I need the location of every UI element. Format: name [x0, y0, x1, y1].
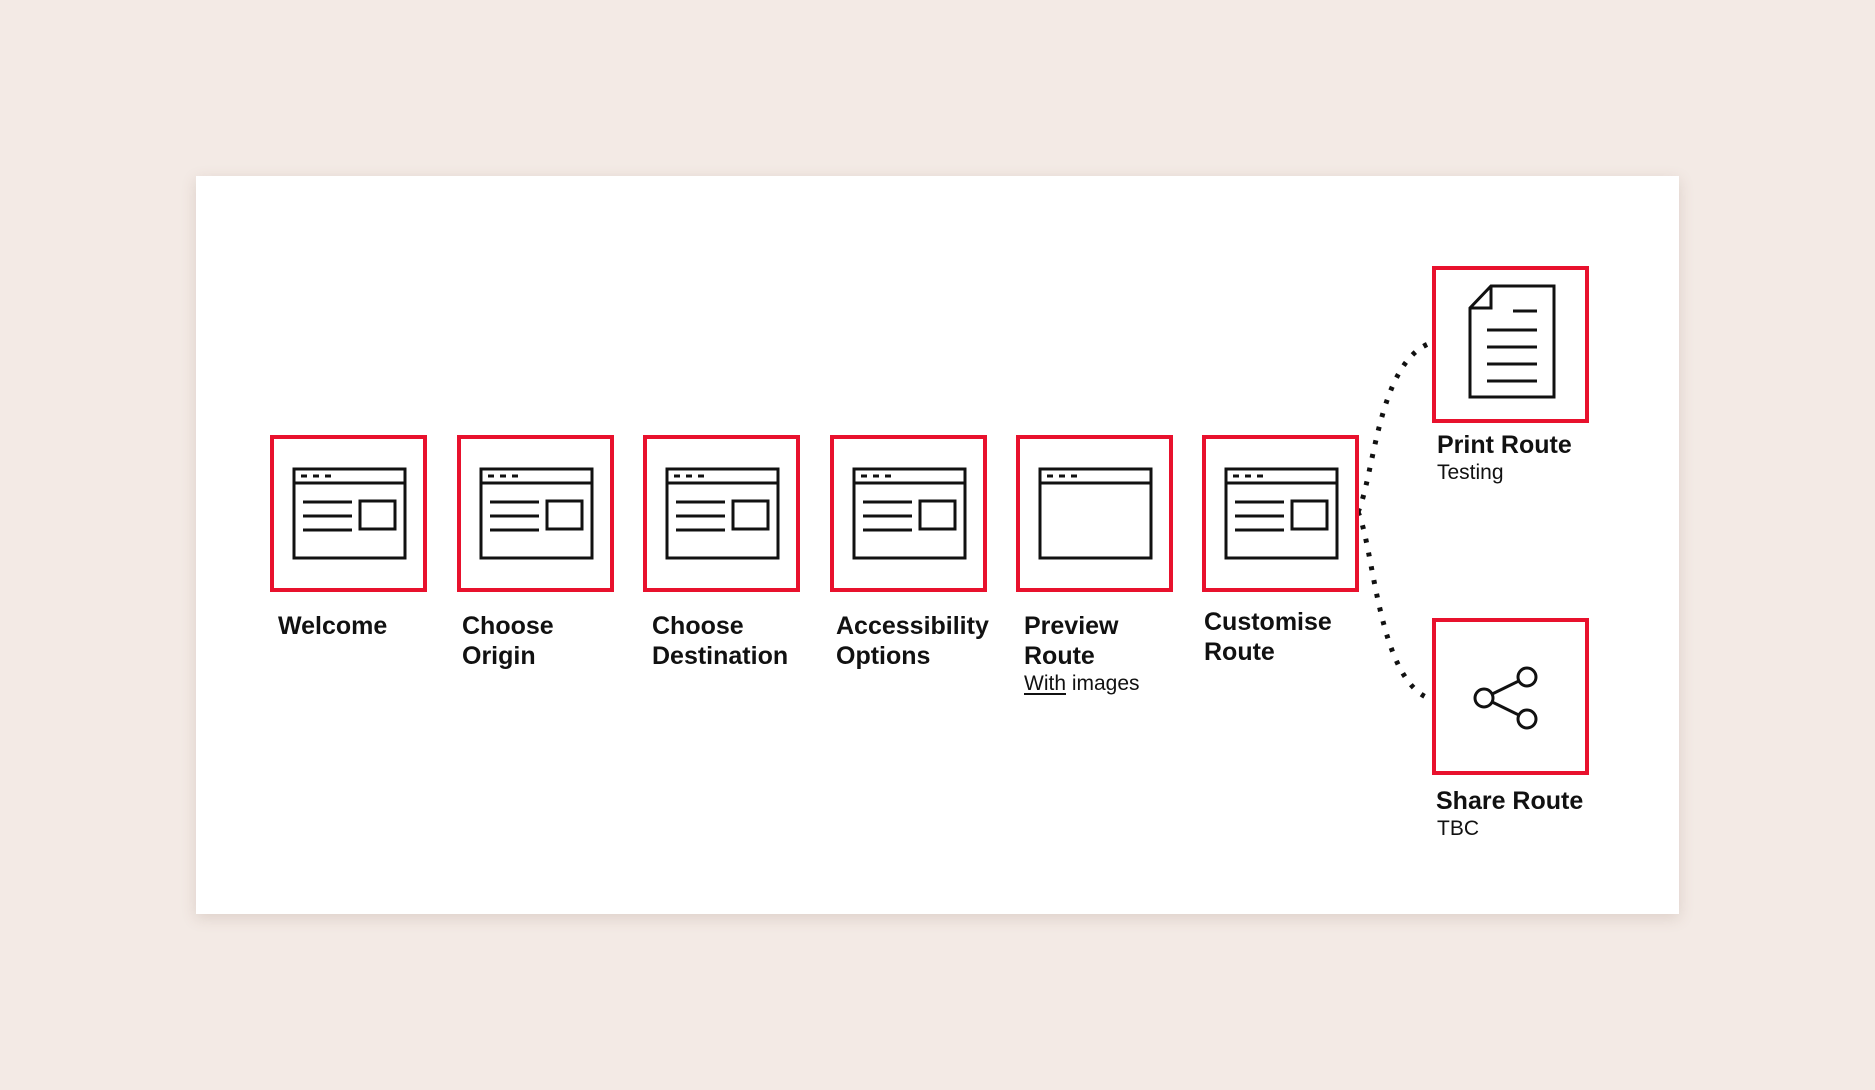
browser-window-icon	[292, 467, 407, 560]
branch-print-route-title: Print Route	[1437, 430, 1637, 460]
step-title-line: Origin	[462, 642, 536, 670]
step-title-line: Options	[836, 642, 931, 670]
share-icon	[1473, 666, 1538, 730]
browser-window-icon	[665, 467, 780, 560]
browser-window-icon	[1224, 467, 1339, 560]
browser-window-icon	[852, 467, 967, 560]
step-welcome-box[interactable]	[270, 435, 427, 592]
step-welcome-label: Welcome	[278, 611, 478, 641]
step-title-line: Choose	[652, 612, 744, 640]
note-text: images	[1066, 672, 1140, 695]
step-title-line: Route	[1024, 642, 1095, 670]
step-title-line: Destination	[652, 642, 789, 670]
branch-title-line: Share Route	[1436, 787, 1584, 815]
step-customise-route-label: Customise Route	[1204, 607, 1404, 667]
step-title-line: Route	[1204, 638, 1275, 666]
step-customise-route-box[interactable]	[1202, 435, 1359, 592]
connector-customise-print	[1355, 341, 1430, 514]
step-choose-origin-box[interactable]	[457, 435, 614, 592]
branch-share-route-subtitle: TBC	[1437, 817, 1479, 840]
step-title-line: Preview	[1024, 612, 1119, 640]
step-accessibility-options-label: Accessibility Options	[836, 611, 1036, 671]
step-accessibility-options-box[interactable]	[830, 435, 987, 592]
step-title-line: Welcome	[278, 612, 388, 640]
note-underlined: With	[1024, 672, 1066, 695]
diagram-card: Welcome Choose Origin	[196, 176, 1679, 914]
branch-share-route-title: Share Route	[1436, 786, 1636, 816]
branch-print-route-subtitle: Testing	[1437, 461, 1504, 484]
step-preview-route-box[interactable]	[1016, 435, 1173, 592]
step-title-line: Customise	[1204, 608, 1332, 636]
step-title-line: Accessibility	[836, 612, 989, 640]
step-choose-destination-box[interactable]	[643, 435, 800, 592]
step-title-line: Choose	[462, 612, 554, 640]
connector-customise-share	[1355, 510, 1430, 701]
branch-share-route-box[interactable]	[1432, 618, 1589, 775]
blank-browser-window-icon	[1038, 467, 1153, 560]
step-preview-route-note: With images	[1024, 671, 1140, 697]
step-choose-origin-label: Choose Origin	[462, 611, 662, 671]
step-choose-destination-label: Choose Destination	[652, 611, 852, 671]
branch-print-route-box[interactable]	[1432, 266, 1589, 423]
browser-window-icon	[479, 467, 594, 560]
branch-title-line: Print Route	[1437, 431, 1572, 459]
step-preview-route-label: Preview Route	[1024, 611, 1224, 671]
document-icon	[1468, 284, 1556, 399]
